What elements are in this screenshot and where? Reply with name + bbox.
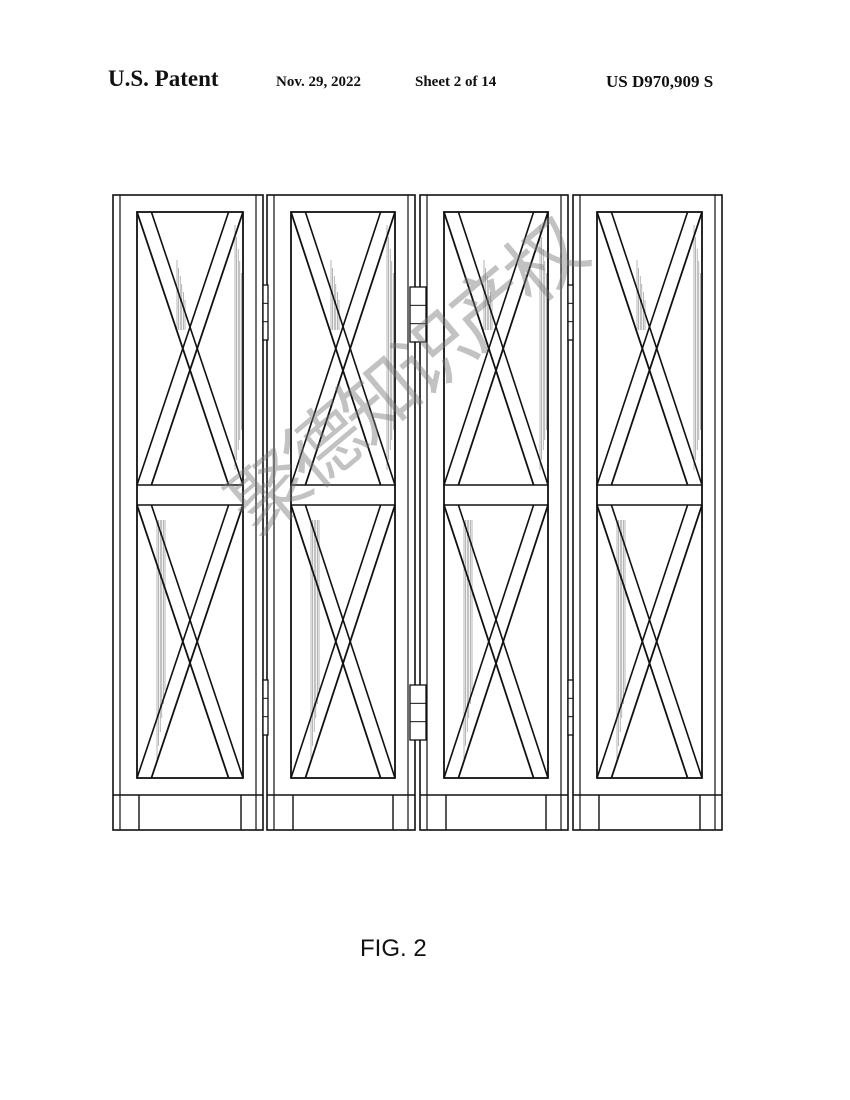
x-brace-line [596, 504, 689, 779]
hinge-plate [567, 679, 574, 736]
patent-title: U.S. Patent [108, 66, 219, 91]
hinge-2-lower [409, 684, 427, 741]
x-brace-line [457, 211, 549, 486]
patent-number: US D970,909 S [606, 72, 714, 91]
screen-panels [112, 194, 723, 831]
hinge-1-lower [262, 679, 269, 736]
hinge-plate [262, 284, 269, 341]
x-brace-line [136, 211, 230, 486]
x-brace-line [136, 504, 230, 779]
screen-panel-2 [266, 194, 416, 831]
x-brace-line [290, 211, 382, 486]
panel-inner-frame [596, 211, 703, 779]
x-brace-line [457, 504, 549, 779]
x-brace-line [150, 504, 244, 779]
hinge-plate [567, 284, 574, 341]
panel-inner-frame [290, 211, 396, 779]
screen-panel-1 [112, 194, 264, 831]
patent-date: Nov. 29, 2022 [276, 74, 362, 90]
panel-shading [616, 225, 703, 760]
panel-inner-frame [443, 211, 549, 779]
hinge-3-lower [567, 679, 574, 736]
panel-shading [310, 225, 396, 760]
panel-shading [156, 225, 244, 760]
hinge-plate [409, 286, 427, 343]
hinge-1-upper [262, 284, 269, 341]
panel-inner-frame [136, 211, 244, 779]
hinge-2-upper [409, 286, 427, 343]
panel-hinges [262, 284, 574, 741]
x-brace-line [596, 211, 689, 486]
x-brace-line [443, 504, 535, 779]
x-brace-line [610, 504, 703, 779]
hinge-plate [409, 684, 427, 741]
screen-panel-4 [572, 194, 723, 831]
figure-caption: FIG. 2 [360, 935, 427, 962]
x-brace-line [150, 211, 244, 486]
panel-shading [463, 225, 549, 760]
x-brace-line [304, 504, 396, 779]
x-brace-line [443, 211, 535, 486]
hinge-plate [262, 679, 269, 736]
sheet-indicator: Sheet 2 of 14 [415, 74, 497, 90]
x-brace-line [290, 504, 382, 779]
hinge-3-upper [567, 284, 574, 341]
screen-panel-3 [419, 194, 569, 831]
x-brace-line [304, 211, 396, 486]
x-brace-line [610, 211, 703, 486]
